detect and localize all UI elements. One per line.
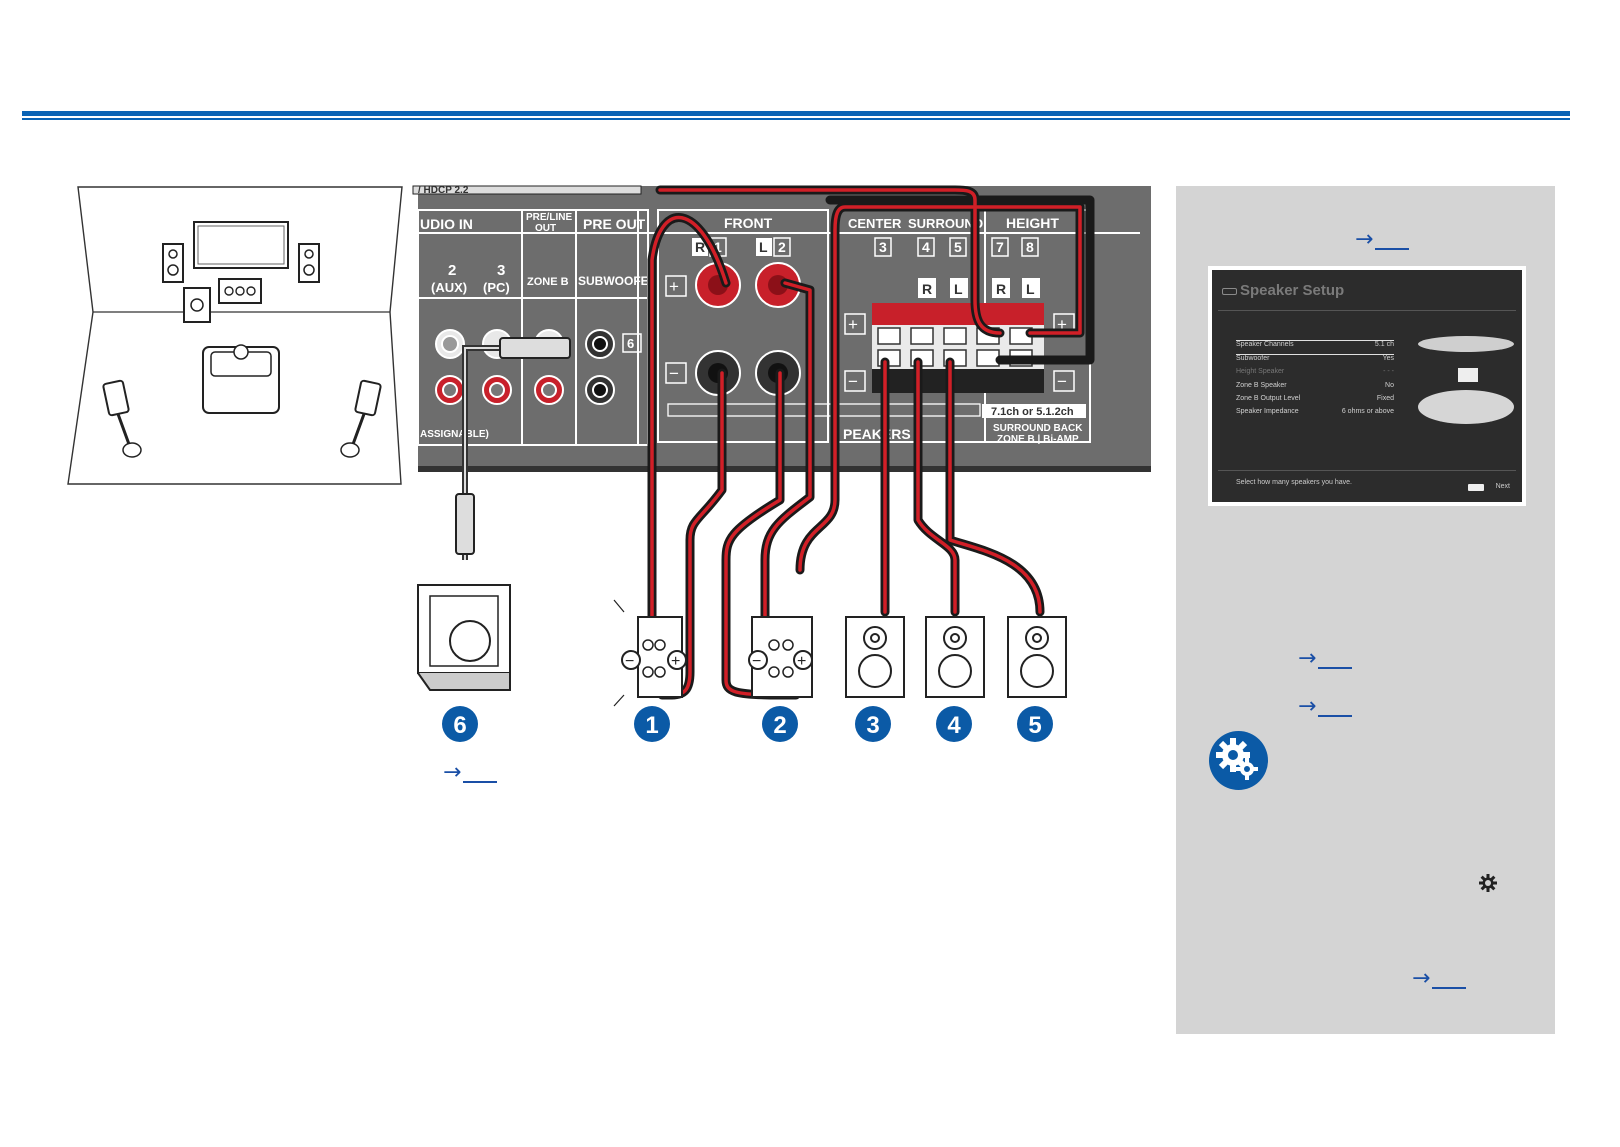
center-label: CENTER [848, 216, 902, 231]
speaker-setup-title: Speaker Setup [1240, 282, 1345, 299]
zone-b-biamp-label: ZONE B | Bi-AMP [997, 434, 1079, 445]
page-link-5[interactable]: → [1412, 966, 1467, 991]
pre-out-label: PRE OUT [583, 216, 646, 232]
assignable-label: ASSIGNABLE) [420, 429, 489, 440]
speakers-label: PEAKERS [843, 426, 911, 442]
header-rule [22, 111, 1570, 116]
center-num: 3 [879, 239, 887, 255]
room-disc-floor [1418, 390, 1514, 424]
height-r: R [996, 281, 1006, 297]
room-layout-illustration [67, 186, 403, 485]
spk1-minus: − [625, 653, 634, 670]
room-tv-icon [1458, 368, 1478, 382]
page-link-1[interactable]: → [443, 760, 498, 785]
subwoofer-cable [455, 337, 571, 560]
badge-3: 3 [866, 712, 879, 739]
front-r: R [695, 239, 705, 255]
spk1-plus: + [671, 653, 680, 670]
badge-2: 2 [773, 712, 786, 739]
hdcp-label: / HDCP 2.2 [418, 185, 469, 196]
preline-label-1: PRE/LINE [526, 212, 572, 223]
speakers: − + − + [613, 599, 1067, 707]
surr-l: L [954, 281, 963, 297]
front-minus: − [669, 364, 679, 383]
front-plus: + [669, 277, 679, 296]
setup-gear-icon [1209, 731, 1268, 790]
surround-label: SURROUND [908, 216, 983, 231]
subwoofer-illustration [417, 584, 511, 691]
page-link-3[interactable]: → [1298, 646, 1353, 671]
spk-plus-left: + [848, 315, 858, 334]
subwoofer-label: SUBWOOFE [578, 274, 649, 288]
zone-b-label: ZONE B [527, 276, 569, 288]
height-num-7: 7 [996, 239, 1004, 255]
small-gear-icon [1478, 873, 1498, 893]
preline-label-2: OUT [535, 223, 556, 234]
setup-footer-hint: Select how many speakers you have. [1236, 479, 1352, 486]
setup-row: Height Speaker- - - [1236, 368, 1394, 376]
spk2-minus: − [752, 653, 761, 670]
spk2-plus: + [797, 653, 806, 670]
front-r-num: 1 [714, 239, 722, 255]
badge-6: 6 [453, 712, 466, 739]
badge-4: 4 [947, 712, 961, 739]
height-l: L [1026, 281, 1035, 297]
spk-minus-right: − [1057, 372, 1067, 391]
front-label: FRONT [724, 215, 773, 231]
badge-5: 5 [1028, 712, 1041, 739]
height-label: HEIGHT [1006, 215, 1059, 231]
surr-num-5: 5 [954, 239, 962, 255]
height-num-8: 8 [1026, 239, 1034, 255]
surr-num-4: 4 [922, 239, 930, 255]
audio-in-label: UDIO IN [420, 216, 473, 232]
channel-config-label: 7.1ch or 5.1.2ch [991, 406, 1074, 418]
spk-plus-right: + [1057, 315, 1067, 334]
input-3-sub: (PC) [483, 280, 510, 295]
input-2-label: 2 [448, 262, 456, 279]
number-badges: 6 1 2 3 4 5 [442, 706, 1053, 742]
page-link-4[interactable]: → [1298, 694, 1353, 719]
input-2-sub: (AUX) [431, 280, 467, 295]
header-rule-thin [22, 118, 1570, 120]
menu-icon [1222, 288, 1237, 295]
page-link-2[interactable]: → [1355, 227, 1410, 252]
enter-button-icon [1468, 484, 1484, 491]
spk-minus-left: − [848, 372, 858, 391]
sub-num: 6 [627, 336, 634, 351]
front-l: L [759, 239, 768, 255]
input-3-label: 3 [497, 262, 505, 279]
surr-r: R [922, 281, 932, 297]
next-label[interactable]: Next [1495, 483, 1510, 490]
front-l-num: 2 [778, 239, 786, 255]
surround-back-label: SURROUND BACK [993, 423, 1083, 434]
badge-1: 1 [645, 712, 658, 739]
speaker-wires [647, 185, 1095, 700]
room-disc-top [1418, 336, 1514, 352]
